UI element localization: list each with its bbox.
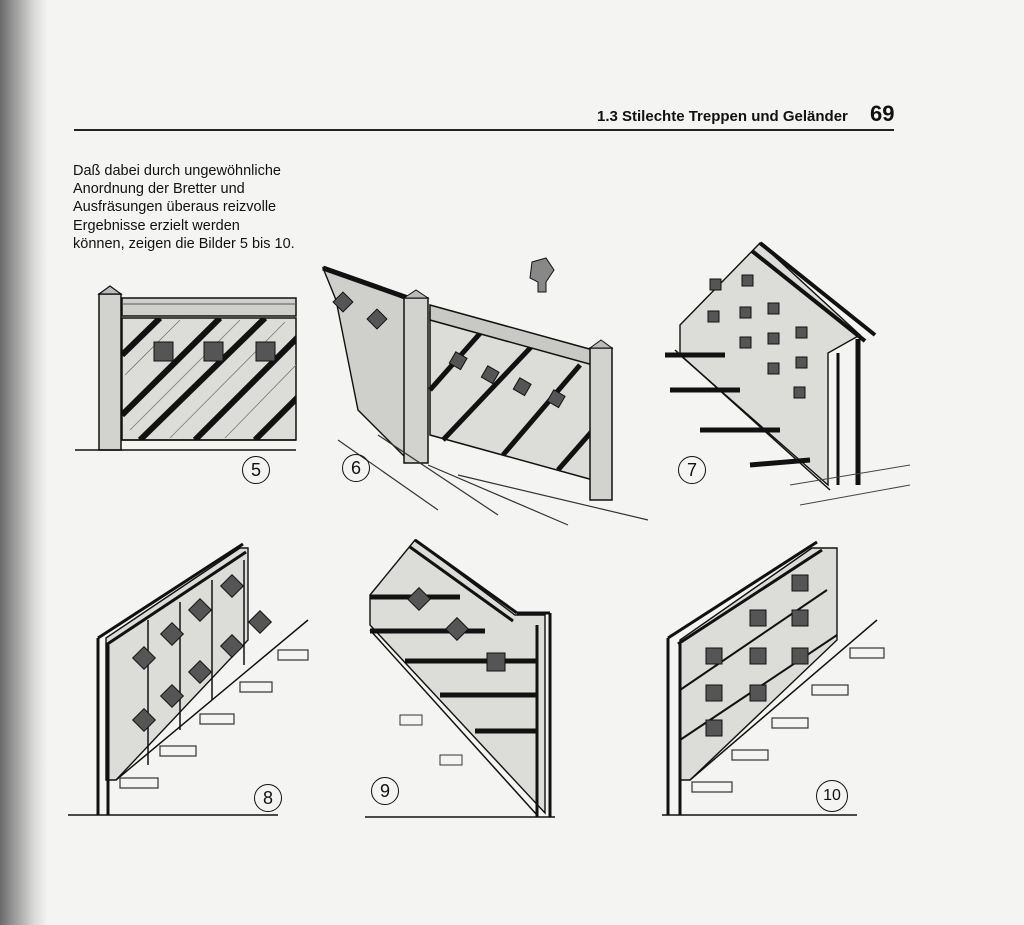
figure-8-illustration xyxy=(68,542,309,816)
intro-line: Ausfräsungen überaus reizvolle xyxy=(73,199,277,216)
header-rule xyxy=(74,129,894,131)
page-header: 1.3 Stilechte Treppen und Geländer 69 xyxy=(0,0,1024,140)
page-number: 69 xyxy=(870,101,895,126)
figure-10-illustration xyxy=(662,540,885,816)
figure-9-illustration xyxy=(365,538,555,818)
figure-number-10: 10 xyxy=(816,780,848,812)
intro-line: Daß dabei durch ungewöhnliche xyxy=(73,163,281,179)
book-spine-shadow xyxy=(0,0,48,925)
intro-line: Ergebnisse erzielt werden xyxy=(73,217,240,234)
figure-6-illustration xyxy=(321,257,649,526)
figure-number-5: 5 xyxy=(242,456,270,484)
intro-paragraph: Daß dabei durch ungewöhnliche Anordnung … xyxy=(73,162,313,253)
figure-6: 6 xyxy=(318,250,649,530)
figure-7-illustration xyxy=(665,241,911,506)
figure-number-9: 9 xyxy=(371,777,399,805)
figure-number-6: 6 xyxy=(342,454,370,482)
figure-9: 9 xyxy=(365,535,565,820)
figure-5-illustration xyxy=(75,285,297,451)
figure-7: 7 xyxy=(660,235,911,506)
intro-line: Anordnung der Bretter und xyxy=(73,181,245,198)
figure-number-8: 8 xyxy=(254,784,282,812)
figure-number-7: 7 xyxy=(678,456,706,484)
figure-8: 8 xyxy=(68,540,318,825)
intro-line: können, zeigen die Bilder 5 bis 10. xyxy=(73,235,295,252)
section-title: 1.3 Stilechte Treppen und Geländer xyxy=(597,108,848,125)
figure-10: 10 xyxy=(662,540,902,825)
figure-5: 5 xyxy=(70,280,310,490)
